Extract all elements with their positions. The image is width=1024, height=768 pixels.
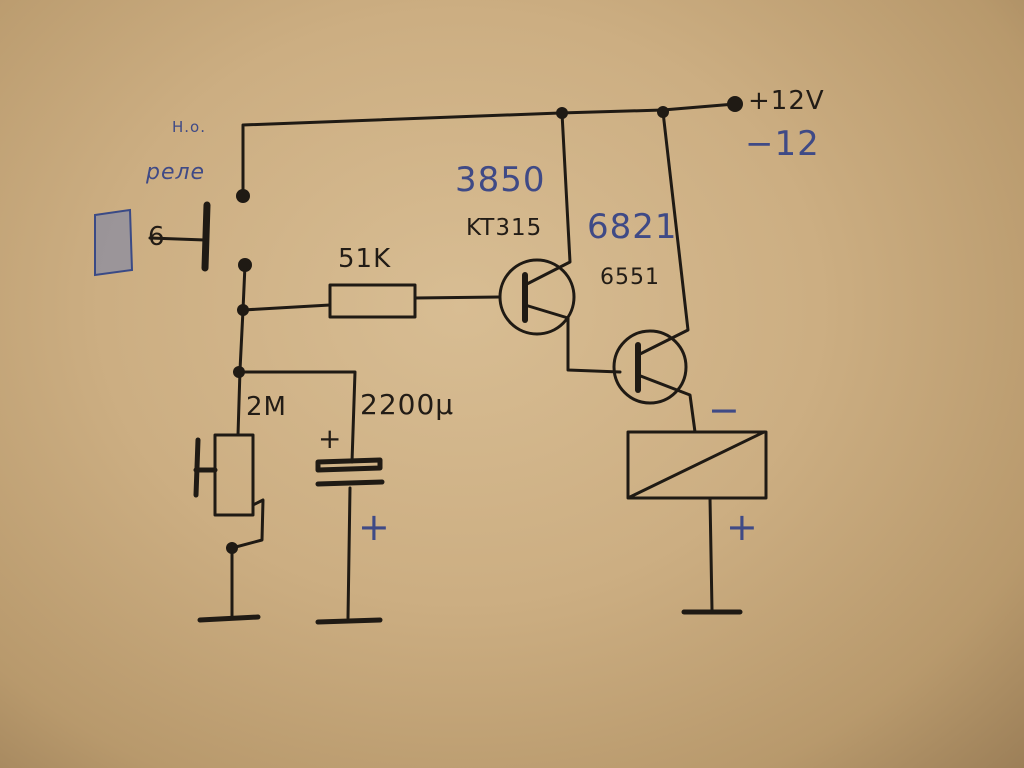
transistor2-collector	[636, 110, 690, 357]
cap-label: 2200μ	[360, 388, 455, 421]
junction-dot	[226, 542, 238, 554]
relay-coil	[626, 430, 768, 500]
transistor-6551	[612, 329, 688, 405]
wire	[241, 303, 332, 312]
transistor-kt315	[498, 258, 576, 336]
switch-plunger	[148, 236, 207, 242]
switch-actuator	[201, 201, 211, 272]
switch-contact-top	[236, 189, 250, 203]
switch-note-no: Н.о.	[172, 118, 206, 136]
wire	[708, 496, 714, 612]
capacitor-2200u	[315, 457, 385, 487]
wire	[236, 263, 247, 437]
cap-plus-top: +	[318, 422, 343, 455]
ground-symbol	[197, 614, 261, 623]
wire	[237, 370, 357, 464]
supply-terminal	[727, 96, 743, 112]
cap-plus-bottom: +	[358, 505, 391, 549]
relay-minus: −	[708, 388, 741, 432]
ground-symbol	[315, 617, 383, 625]
pot-label: 2M	[246, 392, 287, 422]
transistor2-code: 6821	[587, 207, 678, 247]
transistor2-emitter	[636, 373, 697, 434]
transistor1-emitter	[523, 303, 622, 374]
wire	[230, 498, 265, 620]
switch-note-relay: реле	[146, 160, 206, 185]
transistor2-type: 6551	[600, 265, 660, 290]
resistor-51k	[328, 283, 417, 319]
resistor-label: 51K	[338, 244, 392, 274]
pot-wiper	[193, 437, 218, 498]
button-mark: 6	[148, 222, 166, 252]
supply-pos-label: +12V	[748, 86, 825, 116]
supply-neg-label: −12	[745, 124, 820, 164]
potentiometer-2m	[213, 433, 255, 517]
pushbutton-icon	[94, 208, 134, 277]
transistor1-code: 3850	[455, 160, 546, 200]
wire	[413, 295, 502, 300]
relay-plus: +	[726, 505, 759, 549]
wire	[346, 486, 352, 620]
transistor1-collector	[523, 111, 572, 287]
relay-coil-diagonal	[628, 430, 766, 499]
transistor1-type: KT315	[466, 215, 543, 241]
